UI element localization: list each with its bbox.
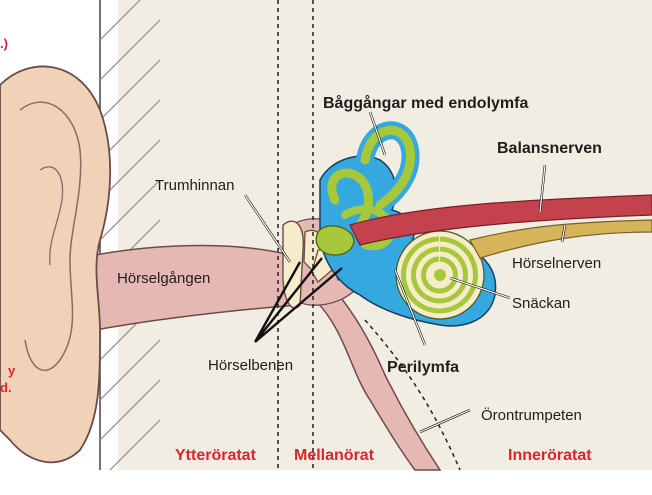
label-balansnerven: Balansnerven (497, 140, 602, 157)
region-mellanorat: Mellanörat (294, 447, 375, 464)
edge-fragment-mid1: y (8, 363, 16, 378)
label-horselgangen: Hörselgången (117, 270, 210, 287)
edge-fragment-mid2: d. (0, 380, 12, 395)
outer-ear-pinna (0, 66, 110, 462)
label-perilymfa: Perilymfa (387, 359, 459, 376)
label-orontrumpeten: Örontrumpeten (481, 406, 582, 424)
region-ytterorat: Ytteröratat (175, 447, 257, 464)
label-horselnerven: Hörselnerven (512, 255, 601, 272)
label-trumhinnan: Trumhinnan (155, 177, 234, 194)
edge-fragment-top: .) (0, 36, 8, 51)
region-innerorat: Inneröratat (508, 447, 592, 464)
label-horselbenen: Hörselbenen (208, 357, 293, 374)
label-baggangar: Båggångar med endolymfa (323, 94, 528, 112)
utricle (316, 226, 354, 255)
label-snackan: Snäckan (512, 295, 570, 312)
